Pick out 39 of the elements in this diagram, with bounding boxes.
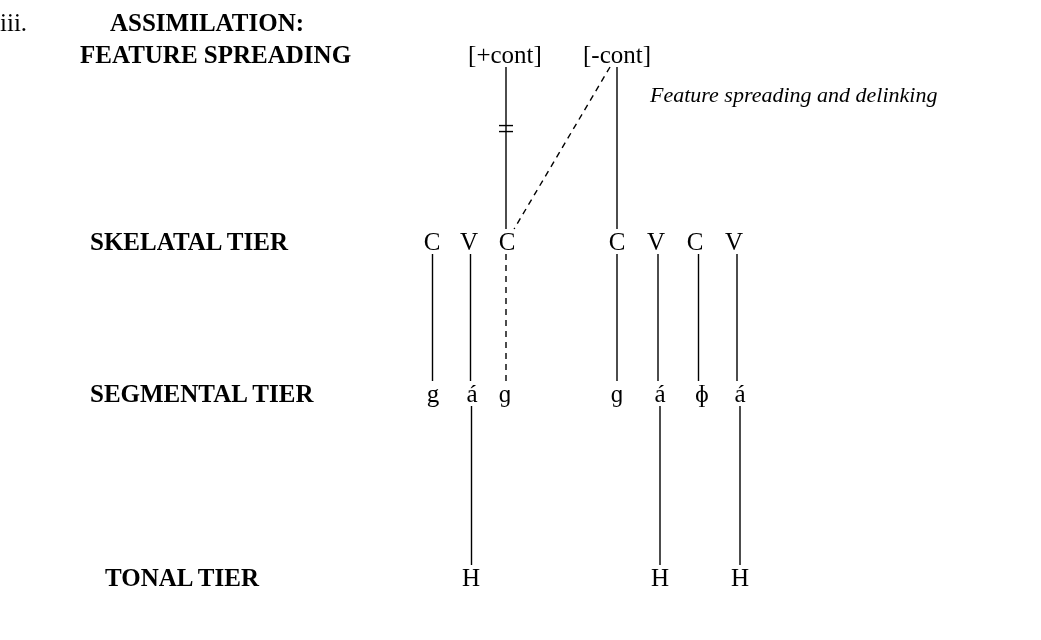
tier-symbol: C <box>497 229 517 254</box>
segment-symbol: á <box>733 381 747 406</box>
association-line <box>616 66 618 230</box>
feature-label: [-cont] <box>582 42 652 67</box>
tier-symbol: V <box>645 229 667 254</box>
association-line <box>505 66 507 230</box>
tier-symbol: C <box>607 229 627 254</box>
feature-label: [+cont] <box>467 42 543 67</box>
tier-symbol: C <box>685 229 705 254</box>
association-line <box>469 253 472 382</box>
association-line <box>739 405 741 566</box>
tone-symbol: H <box>649 565 671 590</box>
segment-symbol: ɸ <box>694 381 710 406</box>
association-line <box>513 66 611 230</box>
tier-label: SEGMENTAL TIER <box>90 381 314 406</box>
tier-label: TONAL TIER <box>105 565 259 590</box>
association-line <box>697 253 700 382</box>
segment-symbol: ɡ <box>497 381 513 406</box>
segment-symbol: á <box>465 381 479 406</box>
segment-symbol: g <box>425 381 441 406</box>
tone-symbol: H <box>729 565 751 590</box>
association-line <box>616 253 618 382</box>
association-line <box>470 405 473 566</box>
tier-symbol: V <box>458 229 480 254</box>
tier-label: FEATURE SPREADING <box>80 42 352 67</box>
segment-symbol: á <box>653 381 667 406</box>
annotation-text: Feature spreading and delinking <box>650 84 938 106</box>
association-line <box>736 253 738 382</box>
tone-symbol: H <box>460 565 482 590</box>
tier-label: SKELATAL TIER <box>90 229 288 254</box>
segment-symbol: ɡ <box>609 381 625 406</box>
association-line <box>505 253 507 382</box>
association-line <box>657 253 659 382</box>
list-number: iii. <box>0 10 28 35</box>
tier-symbol: V <box>723 229 745 254</box>
association-line <box>431 253 434 382</box>
tier-symbol: C <box>422 229 442 254</box>
association-line <box>659 405 661 566</box>
section-heading: ASSIMILATION: <box>110 10 305 35</box>
